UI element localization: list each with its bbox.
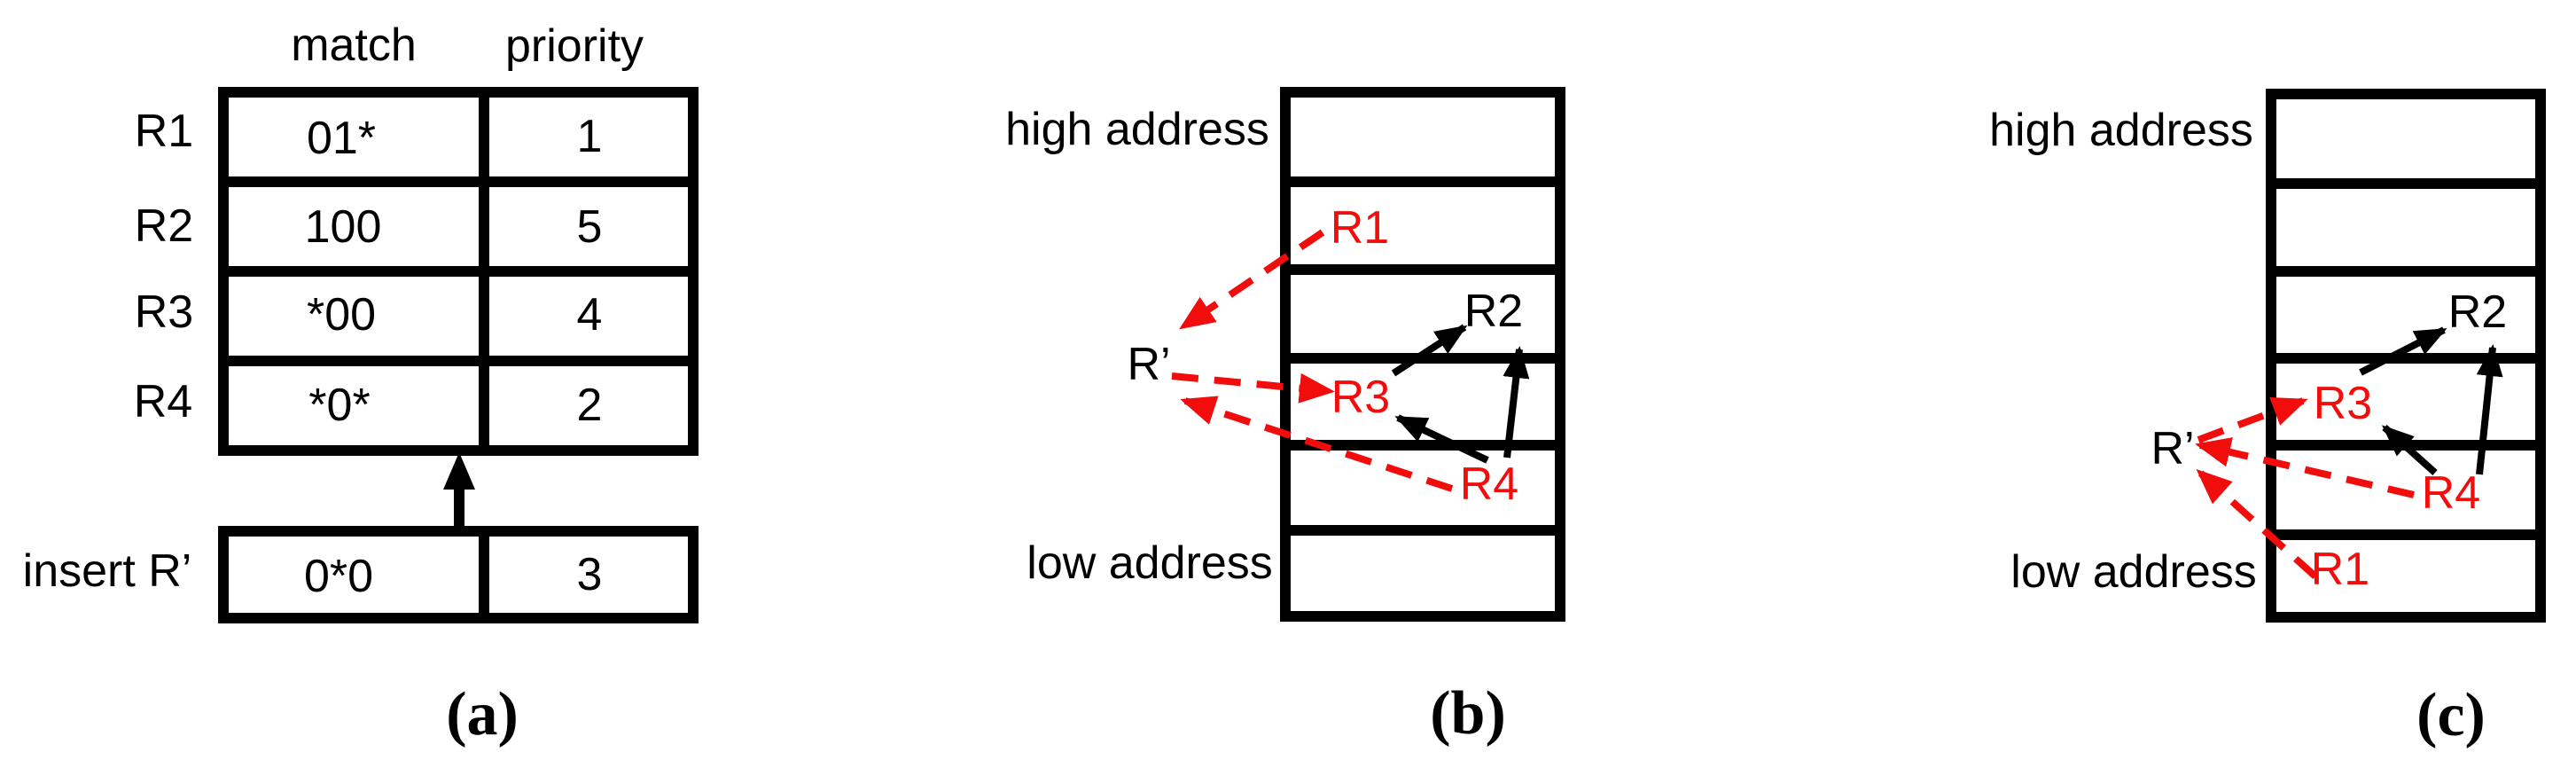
high-address-label-c: high address — [1989, 105, 2253, 156]
node-r1-b: R1 — [1330, 202, 1390, 254]
column-header-priority: priority — [504, 20, 644, 72]
node-r2-c: R2 — [2447, 286, 2508, 338]
arrow-b-r4-to-rprime — [1180, 396, 1454, 492]
row-label-r1: R1 — [134, 106, 194, 157]
cell-r4-match: *0* — [308, 380, 371, 431]
arrow-c-r4-to-r2 — [2476, 344, 2503, 475]
insert-cell-priority-value: 3 — [576, 549, 603, 600]
panel-b-dashed-move-arrows — [1171, 229, 1454, 492]
node-r1-c: R1 — [2310, 544, 2370, 595]
insert-up-arrow — [443, 452, 475, 530]
memory-column-c — [2266, 89, 2546, 623]
panel-c-dashed-move-arrows — [2195, 396, 2415, 579]
row-label-r3: R3 — [134, 286, 194, 338]
arrow-c-r3-to-r2 — [2359, 326, 2447, 376]
cell-r2-priority: 5 — [576, 201, 603, 253]
caption-c: (c) — [2416, 681, 2486, 749]
insert-cell-priority — [479, 526, 699, 623]
caption-b: (b) — [1430, 679, 1506, 748]
cell-r2-match: 100 — [304, 201, 382, 253]
caption-a: (a) — [446, 680, 519, 748]
low-address-label-c: low address — [2010, 546, 2257, 598]
arrow-c-r1-to-rprime — [2196, 468, 2318, 579]
insert-row-label: insert R’ — [22, 545, 192, 597]
cell-r4-priority: 2 — [576, 380, 603, 431]
table-cell-r4-priority — [479, 356, 699, 456]
node-rprime-c: R’ — [2151, 423, 2195, 474]
cell-r1-priority: 1 — [576, 111, 603, 162]
low-address-label-b: low address — [1026, 537, 1273, 589]
cell-r3-priority: 4 — [576, 289, 603, 341]
arrow-c-r4-to-rprime — [2195, 437, 2415, 498]
row-label-r4: R4 — [133, 376, 193, 427]
insert-cell-match-value: 0*0 — [303, 551, 374, 602]
memory-column-b — [1280, 87, 1565, 622]
node-r3-b: R3 — [1331, 372, 1391, 423]
arrow-b-r1-to-rprime — [1179, 229, 1325, 330]
arrow-b-r3-to-r2 — [1391, 324, 1468, 377]
high-address-label-b: high address — [1005, 104, 1269, 155]
cell-r1-match: 01* — [306, 113, 377, 164]
column-header-match: match — [291, 20, 417, 71]
rule-table — [218, 87, 699, 623]
node-r3-c: R3 — [2313, 378, 2373, 429]
node-r4-c: R4 — [2421, 467, 2481, 519]
node-rprime-b: R’ — [1127, 339, 1171, 390]
node-r2-b: R2 — [1464, 286, 1524, 337]
cell-r3-match: *00 — [306, 289, 377, 341]
panel-c-solid-move-arrows — [2359, 326, 2503, 475]
arrow-b-r4-to-r2 — [1503, 346, 1530, 458]
panel-b-solid-move-arrows — [1391, 324, 1530, 464]
arrow-c-r4-to-r3 — [2382, 425, 2438, 475]
arrow-b-r4-to-r3 — [1394, 414, 1489, 464]
node-r4-b: R4 — [1459, 458, 1519, 510]
row-label-r2: R2 — [134, 200, 194, 252]
arrow-b-rprime-to-r3 — [1171, 372, 1335, 404]
arrow-c-rprime-to-r3 — [2197, 396, 2308, 443]
